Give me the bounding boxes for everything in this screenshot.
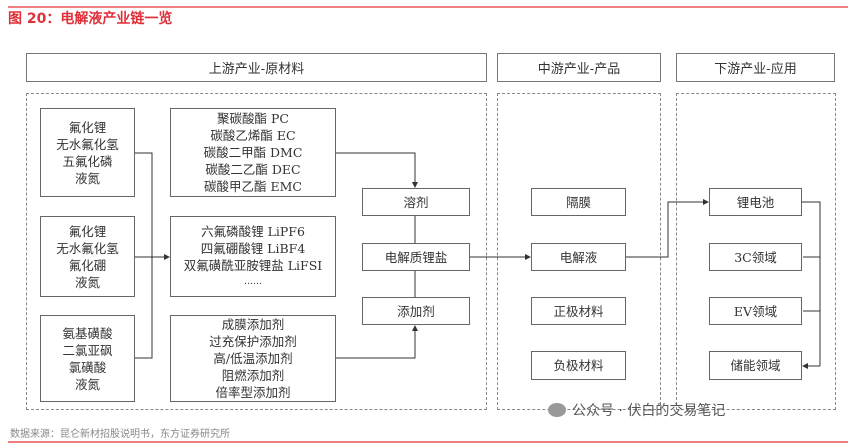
upstream-container [26,93,487,410]
item: 双氟磺酰亚胺锂盐 LiFSI [183,257,323,273]
item: 五氟化磷 [62,153,113,169]
app-energy-storage: 储能领域 [709,351,802,380]
product-cathode: 正极材料 [531,297,626,325]
application-arrows [803,256,820,366]
item: 倍率型添加剂 [215,385,291,400]
item: 碳酸二乙酯 DEC [205,162,301,177]
component-lithium-salt: 电解质锂盐 [362,243,470,271]
header-downstream: 下游产业-应用 [676,53,835,82]
component-solvent: 溶剂 [362,188,470,216]
product-electrolyte: 电解液 [531,243,626,271]
product-separator: 隔膜 [531,188,626,216]
component-additive: 添加剂 [362,297,470,325]
item: 过充保护添加剂 [209,334,297,349]
app-ev: EV领域 [709,297,802,325]
midstream-container [497,93,661,410]
raw-box-2: 氟化锂无水氟化氢氟化硼液氮 [40,216,135,297]
additive-arrow [336,325,418,359]
item: 无水氟化氢 [56,136,119,152]
item: 液氮 [74,376,100,392]
item: 氯磺酸 [68,359,107,375]
source-note: 数据来源：昆仑新材招股说明书，东方证券研究所 [10,429,230,440]
top-rule [8,6,848,8]
item: 六氟磷酸锂 LiPF6 [201,223,305,239]
raw-box-3: 氨基磺酸二氯亚砜氯磺酸液氮 [40,315,135,402]
item: 氟化锂 [68,223,107,239]
watermark: 公众号 · 伏白的交易笔记 [548,400,725,420]
item: 二氯亚砜 [62,342,113,358]
item: 氨基磺酸 [62,325,113,341]
item: 碳酸乙烯酯 EC [210,128,296,143]
header-upstream: 上游产业-原材料 [26,53,487,82]
item: 无水氟化氢 [56,240,119,256]
item: 液氮 [74,170,100,186]
app-lithium-battery: 锂电池 [709,188,802,216]
raw-bracket-line [135,152,153,359]
item: 液氮 [74,274,100,290]
item: …… [244,276,262,287]
solvent-arrow [336,152,418,188]
watermark-text: 公众号 · 伏白的交易笔记 [572,403,726,419]
additive-types-box: 成膜添加剂过充保护添加剂高/低温添加剂阻燃添加剂倍率型添加剂 [170,315,336,402]
item: 成膜添加剂 [221,317,285,332]
product-anode: 负极材料 [531,351,626,380]
header-midstream: 中游产业-产品 [497,53,661,82]
bottom-rule [8,441,848,443]
figure-title: 图 20：电解液产业链一览 [8,11,173,27]
item: 氟化硼 [68,257,107,273]
item: 高/低温添加剂 [213,351,293,366]
item: 阻燃添加剂 [221,368,285,383]
solvent-materials-box: 聚碳酸酯 PC 碳酸乙烯酯 EC 碳酸二甲酯 DMC 碳酸二乙酯 DEC 碳酸甲乙酯 E… [170,108,336,197]
item: 氟化锂 [68,119,107,135]
app-3c: 3C领域 [709,243,802,271]
battery-branch-line [802,201,821,366]
wechat-icon [548,403,566,417]
downstream-container [676,93,836,410]
item: 四氟硼酸锂 LiBF4 [200,240,306,256]
item: 聚碳酸酯 PC [217,111,289,126]
item: 碳酸甲乙酯 EMC [204,179,302,194]
to-battery-arrow [626,199,709,258]
item: 碳酸二甲酯 DMC [203,145,303,160]
raw-box-1: 氟化锂无水氟化氢五氟化磷液氮 [40,108,135,197]
